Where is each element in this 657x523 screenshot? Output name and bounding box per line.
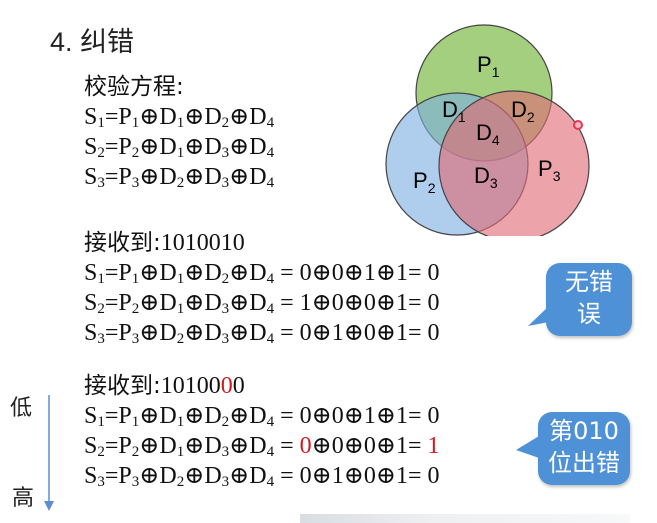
venn-label-d4: D4 — [476, 120, 500, 148]
callout-error-pointer — [516, 436, 539, 458]
venn-label-d3: D3 — [474, 163, 498, 191]
error-bit: 0 — [220, 373, 233, 399]
example-1-equation-1: S1=P1⊕D1⊕D2⊕D4 = 0⊕0⊕1⊕1= 0 — [84, 260, 440, 287]
callout-no-error: 无错 误 — [546, 263, 632, 336]
check-equation-3: S3=P3⊕D2⊕D3⊕D4 — [84, 164, 275, 191]
venn-label-p1: P1 — [477, 52, 500, 80]
low-to-high-arrow — [44, 395, 54, 511]
svg-text:P3: P3 — [538, 156, 561, 184]
example-2-code: 1010000 — [160, 373, 245, 399]
example-1-heading: 接收到:1010010 — [84, 230, 245, 256]
label-high: 高 — [12, 486, 35, 511]
svg-text:D3: D3 — [474, 163, 498, 191]
example-2: 接收到:1010000 S1=P1⊕D1⊕D2⊕D4 = 0⊕0⊕1⊕1= 0 S… — [84, 371, 440, 491]
example-1-code: 1010010 — [160, 230, 245, 256]
check-heading: 校验方程: — [84, 74, 184, 100]
example-1-equation-3: S3=P3⊕D2⊕D3⊕D4 = 0⊕1⊕0⊕1= 0 — [84, 320, 440, 347]
venn-diagram: P1 P2 P3 D1 D2 D4 D3 — [385, 24, 590, 236]
callout-error-position: 第010 位出错 — [538, 412, 630, 485]
venn-label-p3: P3 — [538, 156, 561, 184]
circle-p3 — [438, 90, 590, 236]
callout-no-error-pointer — [528, 306, 549, 326]
venn-label-d2: D2 — [511, 97, 535, 125]
svg-text:D2: D2 — [511, 97, 535, 125]
red-dot-marker — [573, 120, 583, 130]
bottom-overlay-strip — [300, 514, 630, 523]
svg-text:D1: D1 — [442, 97, 466, 125]
svg-text:P2: P2 — [413, 168, 436, 196]
example-2-heading: 接收到:1010000 — [84, 373, 245, 399]
check-equation-1: S1=P1⊕D1⊕D2⊕D4 — [84, 104, 275, 131]
venn-label-d1: D1 — [442, 97, 466, 125]
example-1: 接收到:1010010 S1=P1⊕D1⊕D2⊕D4 = 0⊕0⊕1⊕1= 0 S… — [84, 228, 440, 348]
check-equation-2: S2=P2⊕D1⊕D3⊕D4 — [84, 134, 275, 161]
venn-label-p2: P2 — [413, 168, 436, 196]
example-2-equation-3: S3=P3⊕D2⊕D3⊕D4 = 0⊕1⊕0⊕1= 0 — [84, 463, 440, 490]
example-1-equation-2: S2=P2⊕D1⊕D3⊕D4 = 1⊕0⊕0⊕1= 0 — [84, 290, 440, 317]
example-2-equation-1: S1=P1⊕D1⊕D2⊕D4 = 0⊕0⊕1⊕1= 0 — [84, 403, 440, 430]
label-low: 低 — [10, 396, 33, 421]
example-2-equation-2: S2=P2⊕D1⊕D3⊕D4 = 0⊕0⊕0⊕1= 1 — [84, 433, 440, 460]
slide-title: 4. 纠错 — [50, 27, 135, 57]
svg-text:P1: P1 — [477, 52, 500, 80]
svg-text:D4: D4 — [476, 120, 500, 148]
